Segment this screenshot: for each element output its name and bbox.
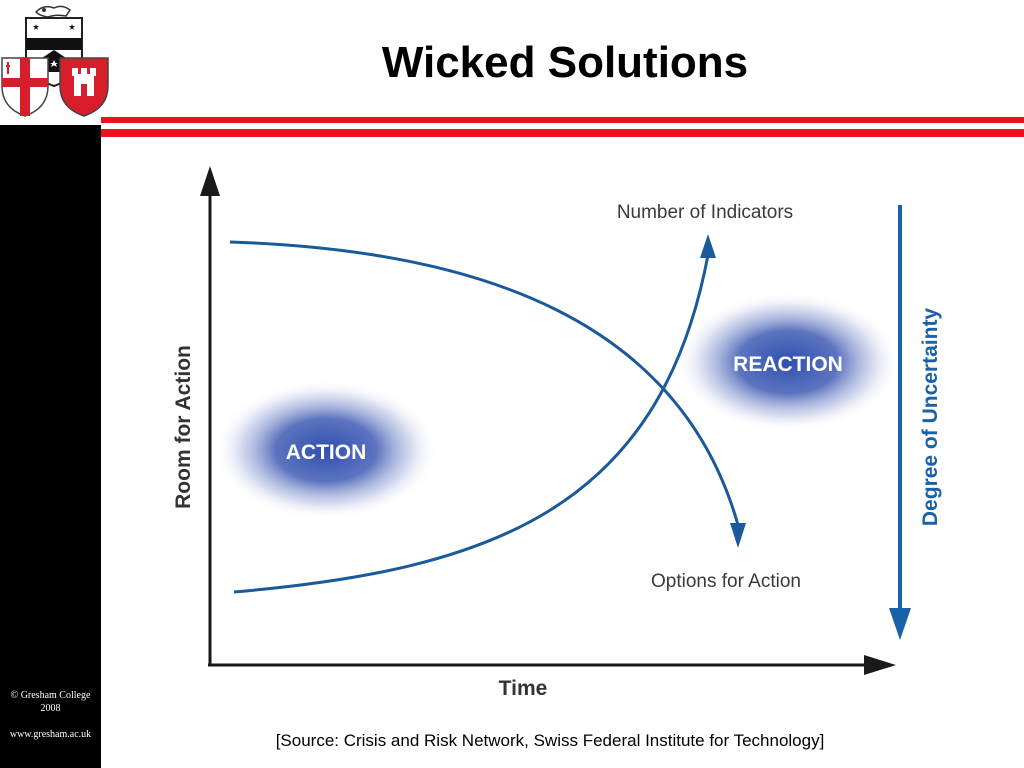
degree-of-uncertainty-label: Degree of Uncertainty xyxy=(919,308,942,527)
source-citation: [Source: Crisis and Risk Network, Swiss … xyxy=(275,731,825,750)
footer-year: 2008 xyxy=(40,703,61,714)
y-axis-label: Room for Action xyxy=(172,345,195,509)
number-of-indicators-curve xyxy=(233,254,710,594)
options-for-action-arrowhead xyxy=(730,523,746,548)
wicked-solutions-diagram: Number of Indicators Options for Action … xyxy=(172,166,942,700)
footer-copyright: © Gresham College xyxy=(10,690,91,701)
x-axis-label: Time xyxy=(499,677,548,700)
header-rule-top xyxy=(101,117,1024,123)
gresham-crest-logo xyxy=(1,5,109,117)
header-rule-bottom xyxy=(101,129,1024,137)
options-for-action-label: Options for Action xyxy=(651,571,801,592)
degree-of-uncertainty-arrowhead xyxy=(889,608,911,640)
action-zone-label: ACTION xyxy=(286,441,367,464)
action-zone xyxy=(214,380,438,520)
footer-website: www.gresham.ac.uk xyxy=(9,729,92,740)
options-for-action-curve xyxy=(229,240,740,526)
slide-title: Wicked Solutions xyxy=(381,38,749,87)
x-axis-arrowhead xyxy=(864,655,896,675)
reaction-zone xyxy=(676,292,900,432)
number-of-indicators-arrowhead xyxy=(700,234,716,258)
reaction-zone-label: REACTION xyxy=(733,353,843,376)
sidebar xyxy=(0,125,101,768)
y-axis-arrowhead xyxy=(200,166,220,196)
number-of-indicators-label: Number of Indicators xyxy=(617,202,793,223)
